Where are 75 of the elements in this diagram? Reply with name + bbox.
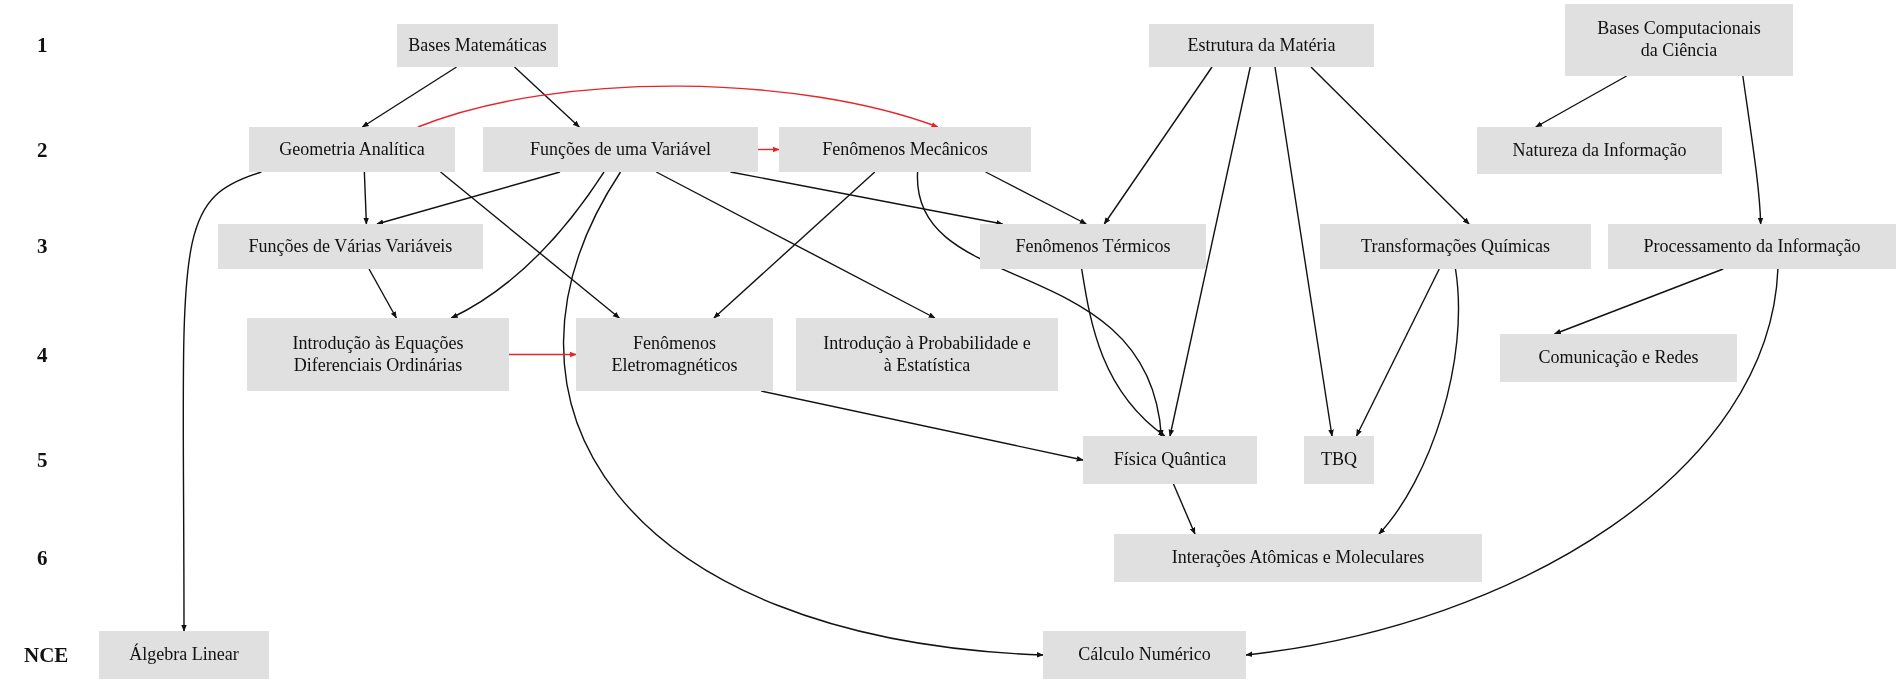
course-name: Processamento da Informação [1643, 235, 1861, 258]
highlighted-arrow [508, 351, 577, 358]
highlighted-arrow [757, 146, 780, 153]
row-number: 5 [37, 447, 48, 473]
course-name: TBQ [1321, 449, 1357, 471]
course-box [99, 631, 269, 679]
row-number: 1 [37, 32, 48, 58]
course-name: Funções de Várias Variáveis [248, 235, 453, 258]
course-name: Transformações Químicas [1361, 235, 1550, 258]
course-box [1149, 24, 1374, 67]
course-box [1565, 4, 1793, 76]
row-number: 6 [37, 545, 48, 571]
course-box [1083, 436, 1257, 484]
row-number: 3 [37, 233, 48, 259]
row-number: NCE [24, 642, 69, 668]
arrow [1742, 75, 1764, 225]
arrow [181, 171, 263, 632]
course-name: Natureza da Informação [1512, 139, 1687, 162]
course-box [980, 224, 1206, 269]
arrow [1553, 268, 1724, 335]
course-name: Fenômenos Eletromagnéticos [610, 332, 739, 377]
course-box [1500, 334, 1737, 382]
arrow [1274, 66, 1334, 437]
arrow [361, 66, 458, 128]
course-box [247, 318, 509, 391]
arrow [1172, 483, 1196, 535]
course-name: Bases Computacionais da Ciência [1596, 18, 1762, 62]
arrow [916, 171, 1163, 437]
arrow [713, 171, 876, 319]
arrow [1378, 268, 1460, 535]
course-name: Álgebra Linear [129, 644, 239, 666]
course-box [796, 318, 1058, 391]
course-box [576, 318, 773, 391]
arrow [1535, 75, 1628, 128]
course-name: Cálculo Numérico [1078, 644, 1211, 666]
course-box [218, 224, 483, 269]
arrow [376, 171, 561, 225]
course-name: Fenômenos Mecânicos [822, 138, 988, 161]
course-box [1608, 224, 1896, 269]
course-box [1477, 127, 1722, 174]
row-number: 2 [37, 137, 48, 163]
course-name: Geometria Analítica [279, 138, 425, 161]
course-box [1043, 631, 1246, 679]
course-name: Interações Atômicas e Moleculares [1171, 547, 1425, 569]
arrow [984, 171, 1087, 225]
arrow [1081, 268, 1166, 437]
course-box [1320, 224, 1591, 269]
course-name: Comunicação e Redes [1538, 347, 1699, 369]
arrow [513, 66, 580, 128]
course-box [483, 127, 758, 172]
arrow [368, 268, 398, 319]
arrow [1245, 268, 1779, 657]
course-name: Funções de uma Variável [529, 138, 712, 161]
course-name: Fenômenos Térmicos [1015, 235, 1171, 258]
course-name: Física Quântica [1113, 449, 1227, 471]
course-box [779, 127, 1031, 172]
course-name: Introdução às Equações Diferenciais Ordinárias [291, 332, 465, 377]
course-box [1114, 534, 1482, 582]
course-box [249, 127, 455, 172]
arrow [655, 171, 936, 319]
row-number: 4 [37, 342, 48, 368]
course-box [1304, 436, 1374, 484]
arrow [1168, 66, 1251, 437]
arrow [1355, 268, 1440, 437]
arrow [562, 171, 1044, 658]
course-box [397, 24, 558, 67]
highlighted-arrow [417, 85, 939, 128]
arrow [760, 390, 1084, 462]
arrow [363, 171, 369, 225]
arrow [1310, 66, 1470, 225]
arrow [1103, 66, 1213, 225]
arrow [729, 171, 1004, 226]
course-name: Estrutura da Matéria [1187, 34, 1336, 57]
course-name: Introdução à Probabilidade e à Estatística [822, 332, 1032, 377]
course-name: Bases Matemáticas [408, 34, 547, 57]
